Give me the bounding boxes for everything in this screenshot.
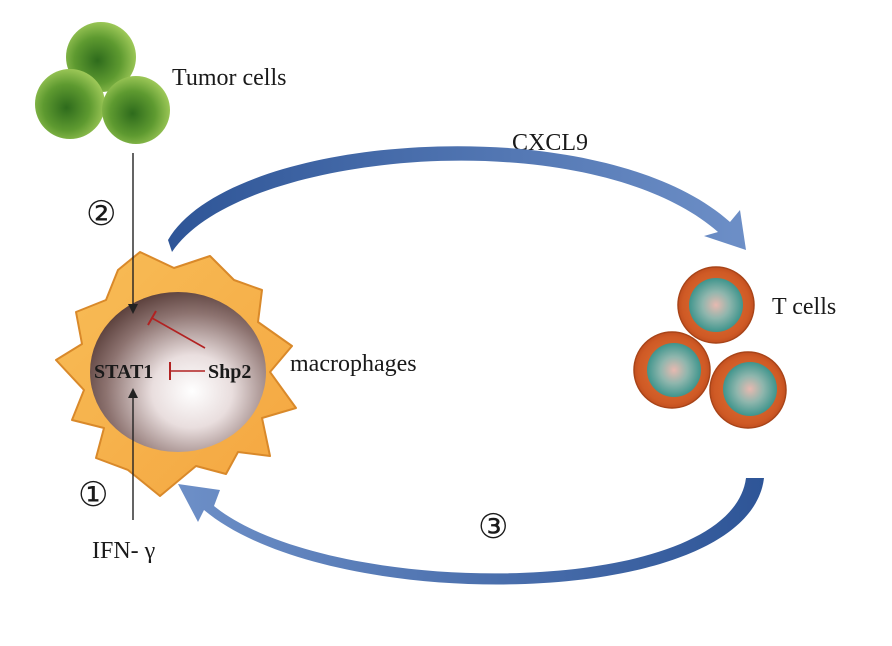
step-2-marker: ② <box>86 196 116 233</box>
ifn-gamma-label: IFN- γ <box>92 538 156 564</box>
shp2-inhibits-tumor-signal-line <box>151 317 206 349</box>
t-cells-label: T cells <box>772 294 836 320</box>
stat1-label: STAT1 <box>94 361 153 383</box>
macrophages-label: macrophages <box>290 351 417 377</box>
cxcl9-arrow <box>168 146 746 252</box>
arrowhead <box>128 388 138 398</box>
inhibition-bar <box>147 310 157 326</box>
tumor-cells-icon <box>35 22 170 144</box>
shp2-label: Shp2 <box>208 361 251 383</box>
t-cells-icon <box>633 266 787 429</box>
tumor-cells-label: Tumor cells <box>172 65 286 91</box>
arrowhead <box>128 304 138 314</box>
step-1-marker: ① <box>78 477 108 514</box>
return-arrow <box>178 478 764 585</box>
macrophage-nucleus <box>90 292 266 452</box>
step-3-marker: ③ <box>478 509 508 546</box>
